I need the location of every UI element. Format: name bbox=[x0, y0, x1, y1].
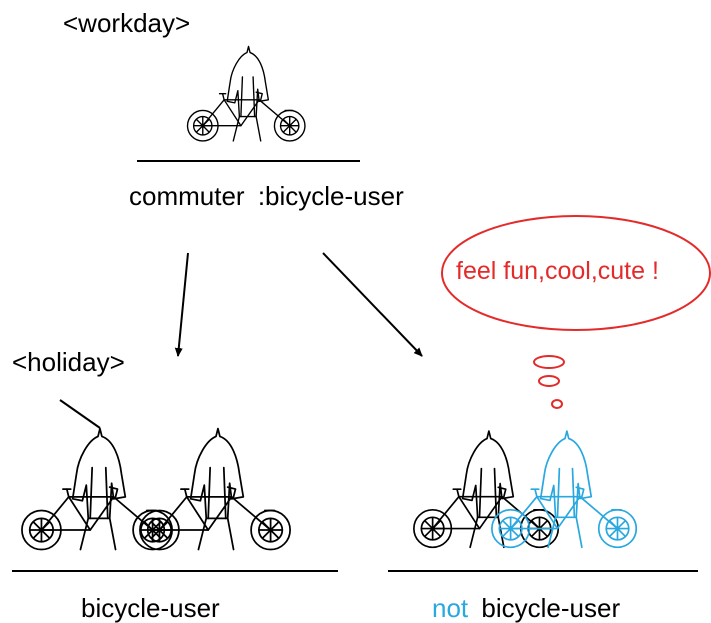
observer-caption-not: not bbox=[432, 593, 469, 623]
workday-caption: commuter :bicycle-user bbox=[129, 183, 404, 209]
workday-scene bbox=[137, 45, 360, 162]
holiday-caption: bicycle-user bbox=[81, 593, 220, 623]
workday-caption-separator: : bbox=[257, 181, 266, 211]
person-on-bicycle-icon bbox=[20, 427, 174, 551]
person-on-bicycle-icon bbox=[138, 427, 292, 551]
raised-arm-line bbox=[59, 399, 101, 429]
workday-caption-type: bicycle-user bbox=[265, 181, 404, 211]
workday-caption-role: commuter bbox=[129, 181, 245, 211]
workday-heading: <workday> bbox=[63, 8, 191, 38]
person-on-bicycle-icon bbox=[186, 45, 306, 142]
thought-bubble-icon bbox=[441, 215, 711, 409]
person-on-bicycle-icon bbox=[490, 429, 638, 549]
arrow-icon bbox=[322, 252, 423, 357]
observer-caption: not bicycle-user bbox=[432, 595, 620, 621]
holiday-scene bbox=[12, 399, 338, 572]
holiday-heading: <holiday> bbox=[12, 347, 125, 377]
thought-text: feel fun,cool,cute ! bbox=[456, 257, 659, 285]
observer-caption-rest: bicycle-user bbox=[481, 593, 621, 623]
observer-scene bbox=[388, 429, 698, 572]
arrow-icon bbox=[174, 252, 189, 357]
